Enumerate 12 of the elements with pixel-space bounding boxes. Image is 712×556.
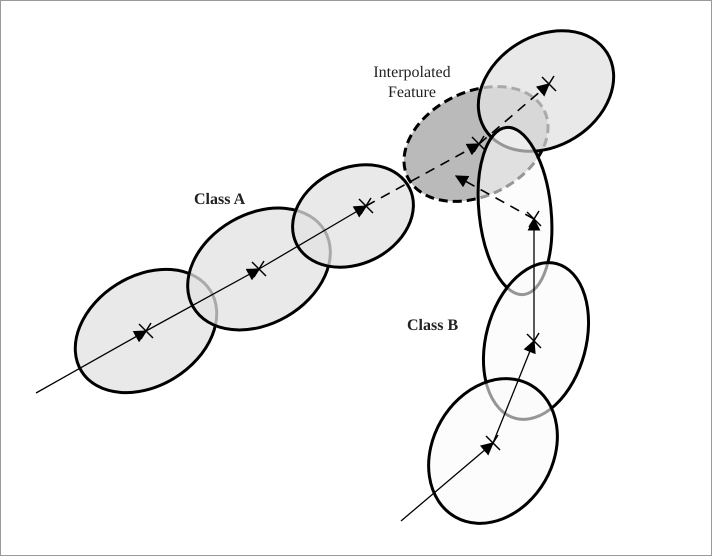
arrow <box>492 340 536 444</box>
arrow <box>528 218 540 341</box>
arrow <box>400 442 494 522</box>
group-label: Class A <box>194 191 246 209</box>
arrow <box>478 83 550 145</box>
arrow <box>366 143 480 207</box>
arrow <box>454 175 534 220</box>
region-label: Interpolated Feature <box>372 63 452 103</box>
group-label: Class B <box>407 317 458 335</box>
arrow <box>258 205 368 270</box>
arrow <box>36 330 148 394</box>
arrow <box>146 268 260 332</box>
